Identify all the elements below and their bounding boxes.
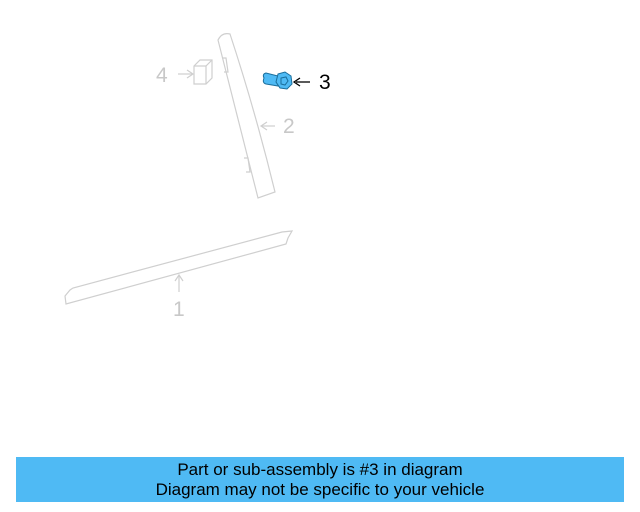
- part-4-label: 4: [156, 64, 168, 87]
- part-2-label: 2: [283, 115, 295, 138]
- info-banner: Part or sub-assembly is #3 in diagram Di…: [16, 457, 624, 502]
- part-1-molding: [64, 230, 294, 305]
- parts-diagram: 4 2 3 1: [64, 33, 331, 321]
- diagram-drawing: [64, 33, 310, 305]
- part-1-label: 1: [173, 298, 185, 321]
- banner-disclaimer: Diagram may not be specific to your vehi…: [155, 479, 485, 499]
- part-3-label: 3: [319, 71, 331, 94]
- banner-part-notice: Part or sub-assembly is #3 in diagram: [177, 459, 463, 479]
- part-4-clip: [178, 59, 213, 85]
- part-2-applique: [217, 33, 276, 199]
- part-3-bolt: [262, 71, 310, 90]
